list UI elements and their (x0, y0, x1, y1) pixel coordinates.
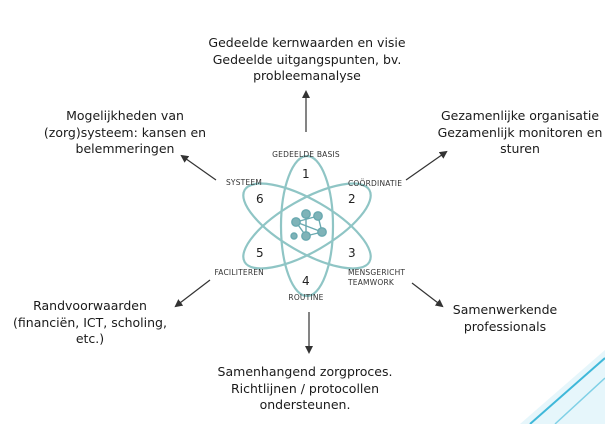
text-line: Gedeelde uitgangspunten, bv. (212, 51, 402, 67)
factor-number-3: 3 (348, 246, 356, 260)
network-people-icon (290, 209, 327, 241)
arrow-bottom-left (174, 279, 211, 308)
text-line: Randvoorwaarden (33, 298, 147, 313)
factor-label-gedeelde-basis: GEDEELDE BASIS (272, 150, 340, 159)
text-line: probleemanalyse (253, 68, 361, 83)
text-line: ondersteunen. (259, 397, 351, 412)
factor-number-6: 6 (256, 192, 264, 206)
orbit-vertical (279, 154, 335, 298)
factor-number-4: 4 (302, 274, 310, 288)
factor-label-coordinatie: COÖRDINATIE (348, 179, 402, 188)
orbit-diagonal-b (242, 182, 372, 270)
text-line: Mogelijkheden van (66, 108, 184, 123)
factor-label-faciliteren: FACILITEREN (214, 268, 264, 277)
corner-accent (520, 350, 605, 424)
orbits (242, 154, 372, 298)
arrow-top-right (405, 150, 448, 181)
factor-label-teamwork: TEAMWORK (347, 278, 395, 287)
label-samenwerkende-professionals: Samenwerkende professionals (420, 302, 590, 335)
text-line: professionals (463, 318, 547, 334)
text-line: sturen (500, 141, 540, 156)
label-samenhangend-zorgproces: Samenhangend zorgproces. Richtlijnen / p… (165, 364, 445, 414)
label-gedeelde-kernwaarden: Gedeelde kernwaarden en visie Gedeelde u… (152, 35, 462, 85)
label-mogelijkheden-systeem: Mogelijkheden van (zorg)systeem: kansen … (40, 108, 210, 158)
text-line: Gedeelde kernwaarden en visie (208, 35, 406, 50)
text-line: belemmeringen (75, 141, 175, 156)
text-line: Samenwerkende (452, 302, 558, 317)
text-line: Gezamenlijke organisatie (440, 108, 600, 123)
factor-number-2: 2 (348, 192, 356, 206)
text-line: Gezamenlijk monitoren en (437, 124, 603, 140)
factor-number-1: 1 (302, 167, 310, 181)
factor-label-systeem: SYSTEEM (226, 178, 262, 187)
label-gezamenlijke-organisatie: Gezamenlijke organisatie Gezamenlijk mon… (430, 108, 605, 158)
text-line: Samenhangend zorgproces. (217, 364, 393, 379)
text-line: (zorg)systeem: kansen en (43, 124, 207, 140)
factor-label-routine: ROUTINE (288, 293, 323, 302)
factor-label-mensgericht: MENSGERICHT (348, 268, 405, 277)
text-line: etc.) (75, 331, 105, 346)
text-line: (financiën, ICT, scholing, (13, 314, 167, 330)
arrow-top-left (180, 154, 217, 181)
label-randvoorwaarden: Randvoorwaarden (financiën, ICT, scholin… (0, 298, 180, 348)
arrow-bottom-right (411, 282, 444, 308)
orbit-diagonal-a (242, 182, 372, 270)
factor-number-5: 5 (256, 246, 264, 260)
text-line: Richtlijnen / protocollen (230, 380, 380, 396)
